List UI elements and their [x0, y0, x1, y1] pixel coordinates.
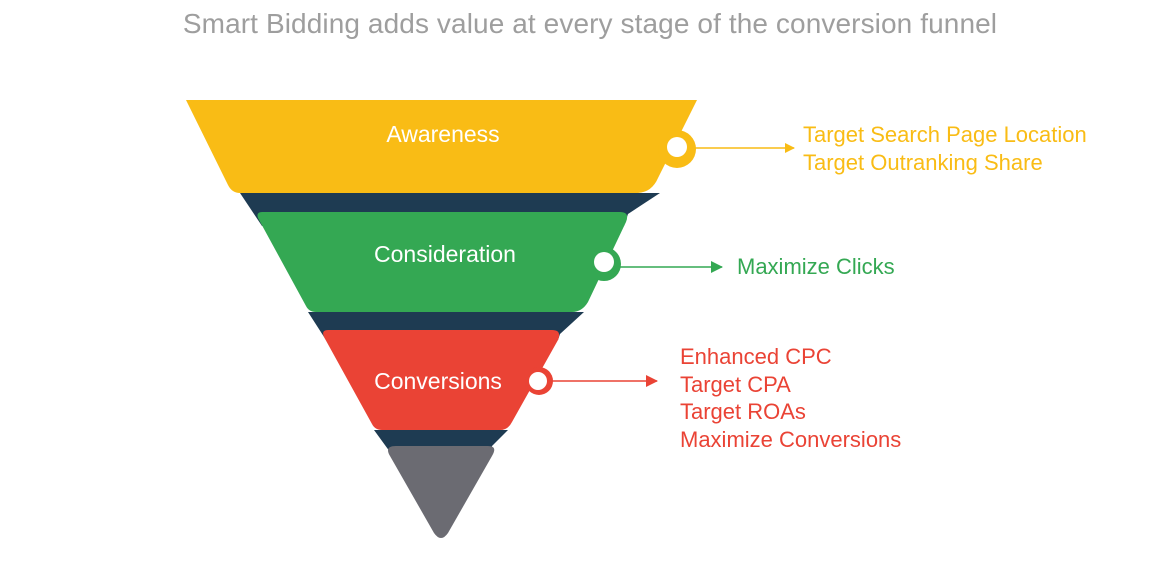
strategy-item: Maximize Conversions: [680, 426, 902, 452]
awareness-strategy-list: Target Search Page Location Target Outra…: [803, 121, 1087, 176]
strategy-item: Maximize Clicks: [737, 254, 895, 279]
page-title: Smart Bidding adds value at every stage …: [182, 8, 998, 39]
awareness-layer: [186, 100, 697, 193]
conversions-connector-dot: [529, 372, 547, 390]
stage-label-conversions: Conversions: [374, 368, 502, 394]
conversions-strategy-list: Enhanced CPC Target CPA Target ROAs Maxi…: [680, 343, 901, 453]
stage-label-consideration: Consideration: [374, 241, 516, 267]
consideration-connector-dot: [594, 252, 614, 272]
strategy-item: Enhanced CPC: [680, 344, 832, 369]
funnel-tip: [388, 446, 495, 538]
strategy-item: Target Search Page Location: [803, 122, 1087, 147]
strategy-item: Target Outranking Share: [803, 149, 1043, 175]
conversions-layer: [323, 330, 560, 430]
awareness-connector-dot: [667, 137, 687, 157]
consideration-layer: [257, 212, 628, 312]
stage-label-awareness: Awareness: [386, 121, 500, 147]
strategy-item: Target CPA: [680, 371, 791, 397]
strategy-item: Target ROAs: [680, 399, 806, 424]
consideration-strategy-list: Maximize Clicks: [737, 253, 895, 281]
